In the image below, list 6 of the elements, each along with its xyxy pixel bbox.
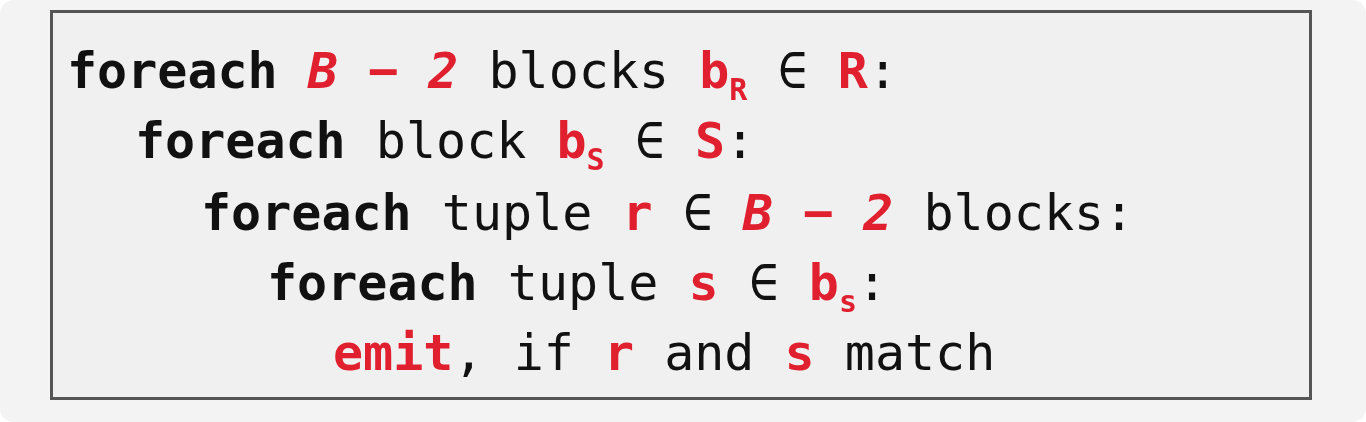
code-line: foreach block b$_{S}$ ∈ S:: [135, 111, 756, 179]
code-line: foreach tuple r ∈ B − 2 blocks:: [201, 183, 1135, 243]
code-line: foreach tuple s ∈ b$_{s}$:: [267, 253, 888, 321]
code-line: emit, if r and s match: [333, 323, 996, 383]
code-line: foreach B − 2 blocks b$_{R}$ ∈ R:: [67, 41, 898, 109]
code-box: [50, 10, 1312, 400]
